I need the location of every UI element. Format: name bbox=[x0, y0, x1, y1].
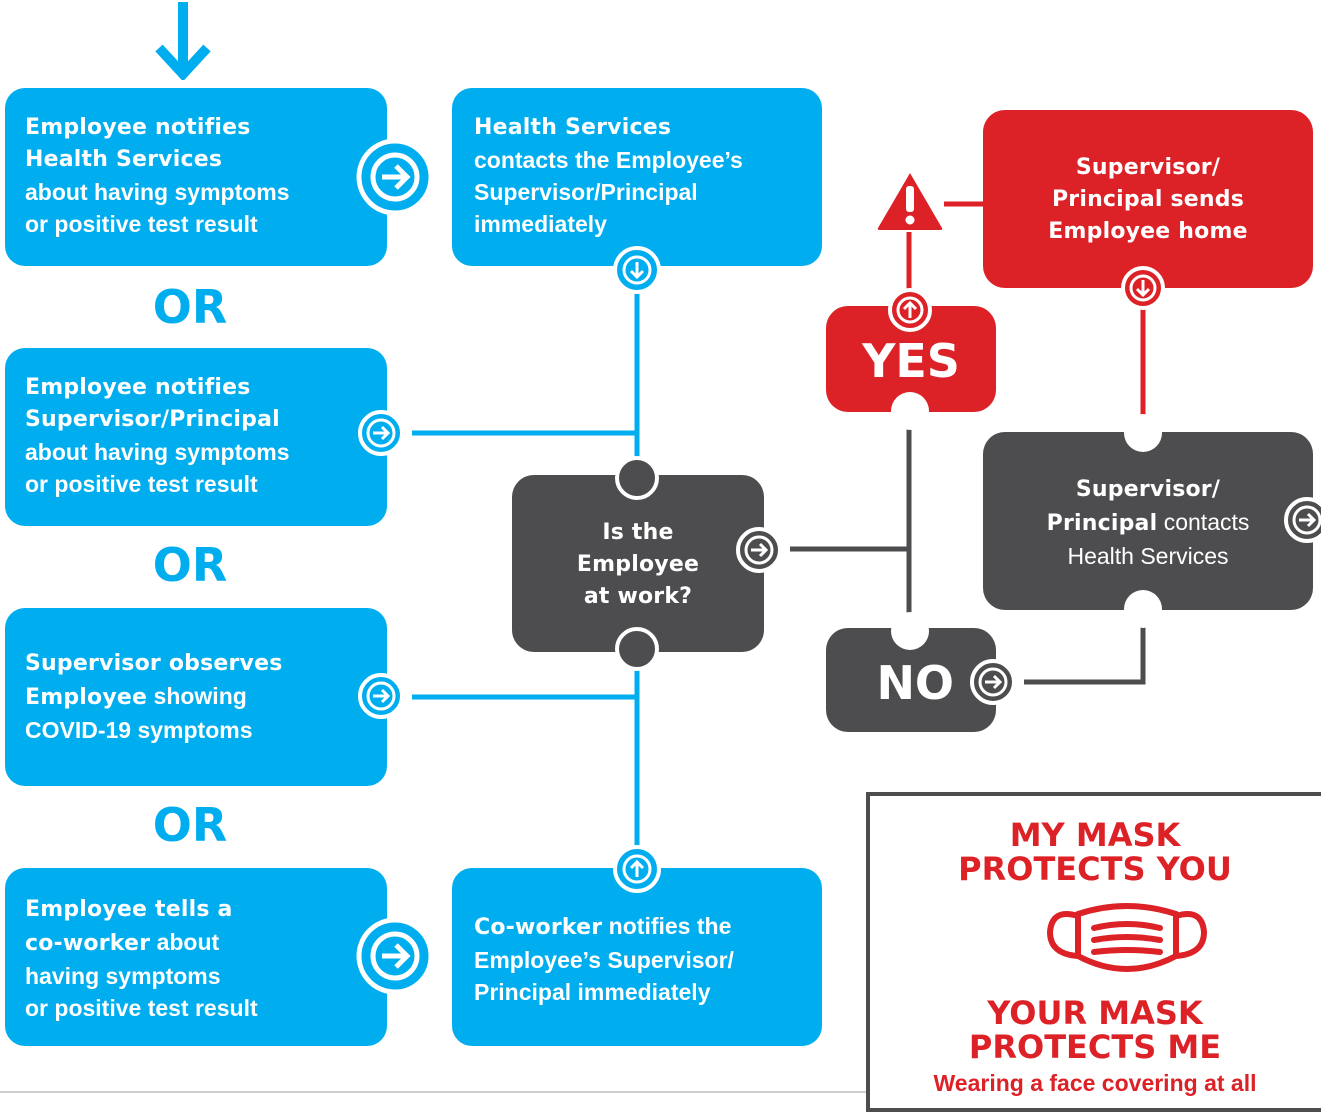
box-line: Supervisor/Principal bbox=[25, 407, 280, 432]
box-line: Principal immediately bbox=[474, 979, 711, 1005]
box-line: Employee notifies bbox=[25, 115, 251, 140]
employee-tells-coworker-box: Employee tells a co-worker about having … bbox=[5, 868, 387, 1046]
box-line-bold: co-worker bbox=[25, 931, 151, 956]
decision-box: Is the Employee at work? bbox=[512, 475, 764, 652]
mask-heading: MY MASK bbox=[1009, 816, 1181, 854]
box-line: or positive test result bbox=[25, 995, 258, 1021]
box-line-bold: Employee bbox=[25, 685, 148, 710]
arrow-right-circle-icon bbox=[358, 673, 404, 719]
box-line-bold: Principal bbox=[1046, 511, 1158, 536]
connector-no-to-contacts bbox=[1024, 604, 1146, 685]
arrow-down-circle-icon bbox=[1121, 266, 1165, 310]
mask-heading: YOUR MASK bbox=[987, 994, 1203, 1032]
box-line: Supervisor observes bbox=[25, 651, 283, 676]
box-line: Employee notifies bbox=[25, 375, 251, 400]
connector-notch-icon bbox=[889, 610, 931, 652]
box-line-rest: notifies the bbox=[602, 913, 732, 939]
mask-message-panel: MY MASK PROTECTS YOU YOUR MASK PROTECTS … bbox=[866, 792, 1321, 1112]
box-line: having symptoms bbox=[25, 963, 221, 989]
decision-line: Is the bbox=[602, 520, 674, 545]
or-label: OR bbox=[152, 538, 228, 592]
box-line: or positive test result bbox=[25, 471, 258, 497]
no-label: NO bbox=[876, 656, 955, 710]
arrow-right-circle-icon bbox=[356, 917, 434, 995]
arrow-down-circle-icon bbox=[615, 456, 659, 500]
box-line: Principal sends bbox=[1051, 187, 1245, 212]
yes-label: YES bbox=[862, 334, 960, 388]
mask-body-text: Wearing a face covering at all bbox=[933, 1070, 1257, 1096]
mask-heading: PROTECTS YOU bbox=[958, 850, 1232, 888]
box-line: about having symptoms bbox=[25, 439, 290, 465]
box-line: Health Services bbox=[474, 115, 672, 140]
health-services-contacts-box: Health Services contacts the Employee’s … bbox=[452, 88, 822, 266]
or-label: OR bbox=[152, 280, 228, 334]
employee-notifies-supervisor-box: Employee notifies Supervisor/Principal a… bbox=[5, 348, 387, 526]
employee-notifies-health-services-box: Employee notifies Health Services about … bbox=[5, 88, 387, 266]
mask-heading: PROTECTS ME bbox=[968, 1028, 1222, 1066]
or-label: OR bbox=[152, 798, 228, 852]
supervisor-contacts-health-box: Supervisor/ Principal contacts Health Se… bbox=[983, 432, 1313, 610]
arrow-right-circle-icon bbox=[970, 659, 1016, 705]
arrow-down-icon bbox=[155, 2, 211, 82]
box-line: Supervisor/ bbox=[1075, 477, 1221, 502]
arrow-up-circle-icon bbox=[888, 288, 932, 332]
supervisor-sends-home-box: Supervisor/ Principal sends Employee hom… bbox=[983, 110, 1313, 288]
box-line: Employee home bbox=[1048, 219, 1248, 244]
decision-line: at work? bbox=[583, 584, 693, 609]
warning-triangle-icon bbox=[876, 170, 944, 232]
box-line: about having symptoms bbox=[25, 179, 290, 205]
box-line: Supervisor/ bbox=[1075, 155, 1221, 180]
box-line: immediately bbox=[474, 211, 607, 237]
box-line: Health Services bbox=[1067, 543, 1229, 569]
arrow-right-circle-icon bbox=[736, 527, 782, 573]
box-line: Supervisor/Principal bbox=[474, 179, 698, 205]
box-line: Employee tells a bbox=[25, 897, 233, 922]
box-line: contacts the Employee’s bbox=[474, 147, 743, 173]
arrow-right-circle-icon bbox=[1284, 497, 1321, 543]
arrow-right-circle-icon bbox=[358, 410, 404, 456]
connector-notch-icon bbox=[889, 390, 931, 432]
box-line-bold: Co-worker bbox=[474, 915, 603, 940]
box-line: COVID-19 symptoms bbox=[25, 717, 253, 743]
connector-notch-icon bbox=[1122, 412, 1164, 454]
box-line-rest: showing bbox=[147, 683, 247, 709]
box-line: or positive test result bbox=[25, 211, 258, 237]
face-mask-icon bbox=[1042, 900, 1212, 980]
coworker-notifies-box: Co-worker notifies the Employee’s Superv… bbox=[452, 868, 822, 1046]
box-line-rest: about bbox=[150, 929, 220, 955]
arrow-down-circle-icon bbox=[613, 246, 661, 294]
supervisor-observes-box: Supervisor observes Employee showing COV… bbox=[5, 608, 387, 786]
box-line-rest: contacts bbox=[1157, 509, 1250, 535]
arrow-up-circle-icon bbox=[613, 845, 661, 893]
page-divider bbox=[0, 1091, 866, 1093]
box-line: Health Services bbox=[25, 147, 223, 172]
arrow-up-circle-icon bbox=[615, 627, 659, 671]
box-line: Employee’s Supervisor/ bbox=[474, 947, 734, 973]
decision-line: Employee bbox=[576, 552, 700, 577]
connector-notch-icon bbox=[1122, 588, 1164, 630]
arrow-right-circle-icon bbox=[356, 138, 434, 216]
